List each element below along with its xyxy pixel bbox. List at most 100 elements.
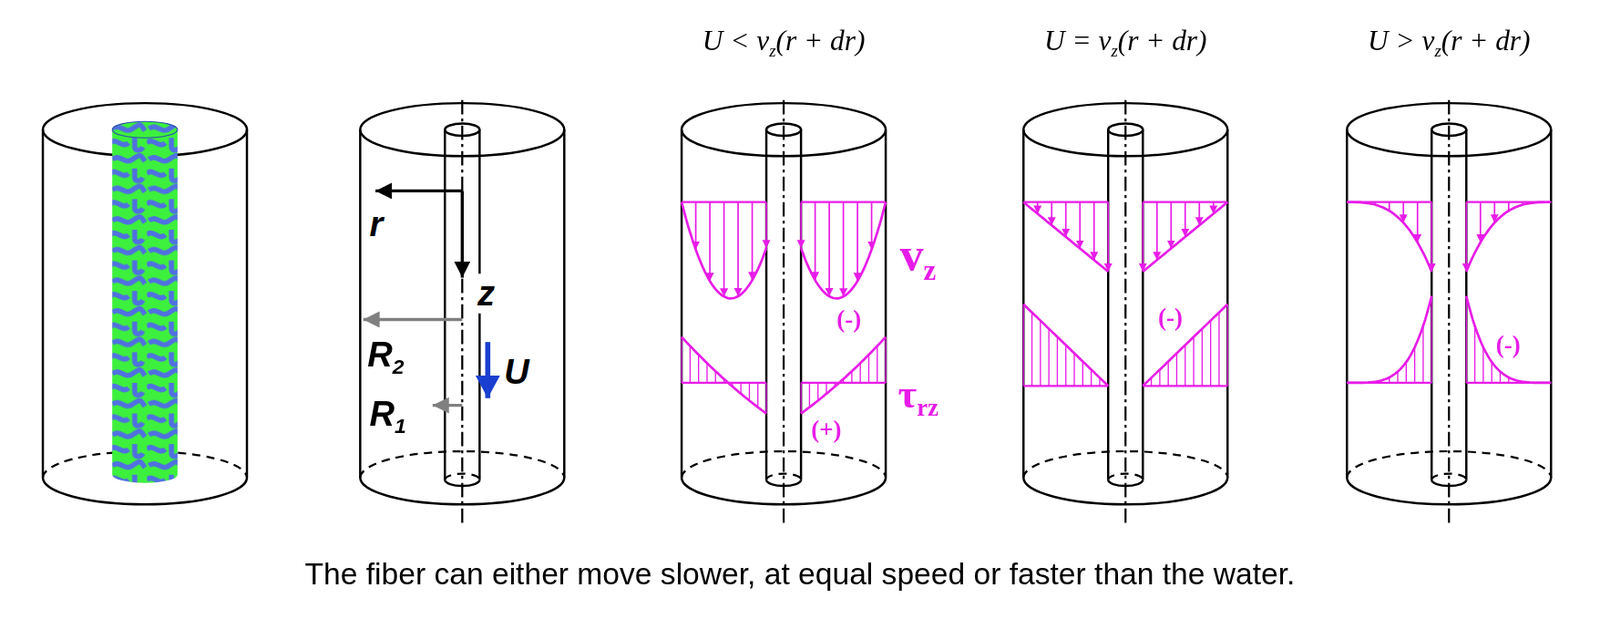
stress-hatch <box>1056 337 1058 387</box>
velocity-arrow <box>1212 202 1215 215</box>
r1-arrow <box>432 403 462 407</box>
rod-top <box>1431 123 1467 136</box>
stress-hatch <box>825 382 827 394</box>
velocity-arrow <box>1036 202 1039 215</box>
heading: U > vz(r + dr) <box>1367 24 1531 58</box>
stress-hatch <box>1431 296 1433 383</box>
axis-label: z <box>475 273 498 314</box>
rod-bottom-back <box>1107 473 1143 481</box>
velocity-arrow <box>1078 202 1081 249</box>
stress-hatch <box>748 382 750 400</box>
stress-hatch <box>1422 326 1424 383</box>
label-text: (-) <box>1158 304 1183 331</box>
axis-label: r <box>367 204 385 245</box>
label-text: v <box>900 227 924 280</box>
stress-curve <box>800 337 886 414</box>
cylinders <box>42 100 1551 526</box>
label-text: z <box>477 273 495 313</box>
velocity-arrow <box>708 202 711 281</box>
stress-hatch <box>723 379 725 383</box>
stress-hatch <box>1065 345 1067 387</box>
stress-hatch <box>757 382 759 408</box>
heading: U = vz(r + dr) <box>1044 24 1208 58</box>
stress-hatch <box>1396 371 1398 383</box>
label-text: U = v <box>1044 24 1111 57</box>
label-text: (r + dr) <box>1117 24 1208 57</box>
cylinder <box>1346 100 1551 526</box>
stress-hatch <box>851 370 852 383</box>
heading: U < vz(r + dr) <box>702 24 866 58</box>
u-arrow <box>485 341 492 399</box>
velocity-arrow <box>1065 202 1067 237</box>
stress-hatch <box>1507 377 1509 383</box>
cylinder-wall <box>884 129 887 478</box>
label-text: (r + dr) <box>1441 24 1531 57</box>
stress-hatch <box>1039 320 1041 387</box>
sign-label: (-) <box>1496 331 1521 359</box>
cylinder-wall <box>41 129 44 478</box>
label-text: (+) <box>810 416 842 443</box>
stress-hatch <box>1499 371 1501 383</box>
centerline <box>782 100 785 526</box>
stress-curve <box>1466 296 1551 383</box>
rod-top <box>766 123 801 136</box>
rod-side <box>765 129 768 480</box>
velocity-arrow <box>871 202 873 250</box>
stress-hatch <box>1218 312 1220 387</box>
rod-side <box>1465 129 1467 480</box>
rod-top <box>1107 123 1143 136</box>
stress-hatch <box>1031 312 1033 387</box>
profiles <box>681 202 1551 414</box>
cylinder <box>359 100 565 526</box>
stress-hatch <box>876 345 878 382</box>
stress-curve <box>681 337 767 414</box>
rod-bottom-back <box>766 473 801 481</box>
subscript: z <box>923 253 937 286</box>
velocity-arrow <box>751 202 754 281</box>
centerline <box>1447 100 1450 526</box>
stress-hatch <box>884 337 886 383</box>
label-text: (r + dr) <box>776 24 866 57</box>
r-axis <box>375 189 462 193</box>
velocity-arrow <box>695 202 698 250</box>
stress-hatch <box>715 370 717 383</box>
velocity-curve <box>1466 202 1551 272</box>
sign-label: (-) <box>836 306 862 334</box>
cylinder <box>42 102 247 504</box>
velocity-arrow <box>737 202 739 297</box>
stress-hatch <box>809 382 811 408</box>
velocity-arrow <box>1141 202 1144 272</box>
sign-label: (+) <box>810 416 842 444</box>
stress-hatch <box>1466 296 1467 383</box>
cylinder <box>681 100 886 526</box>
velocity-arrow <box>1156 202 1159 260</box>
speed-label: U <box>502 351 532 392</box>
stress-hatch <box>697 354 699 383</box>
rod-side <box>1141 129 1144 480</box>
velocity-arrow <box>1507 202 1510 212</box>
stress-curve <box>1023 304 1108 387</box>
velocity-curve <box>1142 202 1228 272</box>
stress-hatch <box>1023 304 1025 387</box>
sign-label: (-) <box>1158 304 1183 332</box>
cylinder <box>1023 100 1228 526</box>
rod-bottom-front <box>1431 479 1467 486</box>
velocity-arrow <box>856 202 859 281</box>
stress-hatch <box>1090 369 1092 386</box>
centerline <box>1124 100 1127 526</box>
stress-curve <box>1346 296 1432 383</box>
r2-arrow <box>363 317 463 321</box>
stress-hatch <box>1073 352 1075 386</box>
label-text: U <box>503 351 530 391</box>
velocity-arrow <box>1184 202 1187 237</box>
velocity-arrow <box>1169 202 1172 249</box>
velocity-arrow <box>1107 202 1109 272</box>
stress-hatch <box>800 382 801 414</box>
subscript: rz <box>916 394 939 421</box>
label-text: (-) <box>1496 331 1521 359</box>
velocity-curve <box>681 202 767 299</box>
stress-hatch <box>1192 337 1194 387</box>
cylinder-wall <box>1345 129 1348 478</box>
velocity-arrow <box>1093 202 1096 260</box>
fiber-rod <box>112 129 178 483</box>
